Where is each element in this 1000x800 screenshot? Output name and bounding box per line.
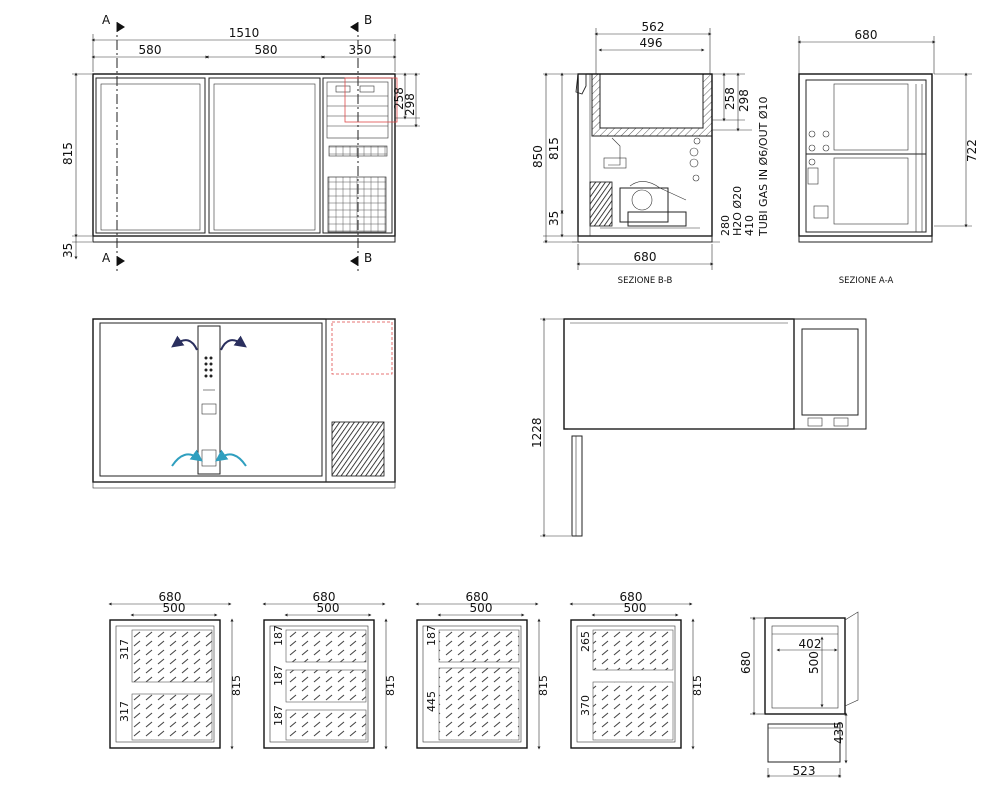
section-arrow-b-bottom bbox=[350, 256, 358, 266]
bb-well-hatched bbox=[591, 73, 713, 137]
config-4-label-2: 370 bbox=[579, 695, 592, 716]
dim-side-height: 1228 bbox=[530, 417, 544, 448]
bb-compressor bbox=[619, 187, 669, 223]
dim-bb-280: 280 bbox=[719, 215, 732, 236]
config-3-height: 815 bbox=[537, 675, 550, 696]
side-lid-body bbox=[563, 318, 795, 430]
airflow-arrow-out-right bbox=[220, 335, 247, 351]
config-4-inner: 500 bbox=[624, 601, 647, 615]
airflow-arrow-out-left bbox=[171, 335, 198, 351]
front-door-middle bbox=[208, 77, 321, 234]
dim-bb-h2o: H2O Ø20 bbox=[731, 186, 744, 236]
airflow-view bbox=[92, 318, 396, 489]
config-1-height: 815 bbox=[230, 675, 243, 696]
airflow-condenser-coil bbox=[331, 421, 385, 477]
airflow-arrow-in-right bbox=[215, 449, 247, 467]
front-plinth bbox=[92, 235, 396, 243]
dim-bb-top-inner: 496 bbox=[640, 36, 663, 50]
side-machine-panel bbox=[793, 318, 867, 430]
section-mark-a-bottom: A bbox=[102, 251, 111, 265]
config-2-label-2: 187 bbox=[272, 665, 285, 686]
section-mark-a-top: A bbox=[102, 13, 111, 27]
config-2: 680 500 187 187 187 815 bbox=[262, 590, 397, 750]
dim-bb-bottom: 680 bbox=[634, 250, 657, 264]
front-grille bbox=[327, 176, 387, 233]
config-4-width: 680 bbox=[620, 590, 643, 604]
section-mark-b-top: B bbox=[364, 13, 372, 27]
dim-panel-258: 258 bbox=[392, 87, 406, 110]
config-2-width: 680 bbox=[313, 590, 336, 604]
section-a-a: 680 722 SEZIONE A-A bbox=[797, 28, 979, 286]
config-3: 680 500 187 445 815 bbox=[415, 590, 550, 750]
front-view: 1510 580 580 350 A A B B bbox=[61, 13, 420, 272]
config-1-width: 680 bbox=[159, 590, 182, 604]
dim-front-height: 815 bbox=[61, 142, 75, 165]
airflow-center-column bbox=[197, 325, 221, 475]
drawer-dim-500: 500 bbox=[807, 651, 821, 674]
front-highlight-box bbox=[344, 77, 398, 123]
dim-bb-298: 298 bbox=[737, 89, 751, 112]
config-2-label-1: 187 bbox=[272, 625, 285, 646]
dim-bb-top-outer: 562 bbox=[642, 20, 665, 34]
config-4-height: 815 bbox=[691, 675, 704, 696]
dim-panel-298: 298 bbox=[403, 93, 417, 116]
dim-bb-850: 850 bbox=[531, 145, 545, 168]
bb-condenser bbox=[589, 181, 613, 227]
config-1-label-2: 317 bbox=[118, 701, 131, 722]
dim-bb-410: 410 bbox=[743, 215, 756, 236]
section-arrow-a-bottom bbox=[117, 256, 125, 266]
config-4-label-1: 265 bbox=[579, 631, 592, 652]
dim-aa-width: 680 bbox=[855, 28, 878, 42]
drawer-dim-402: 402 bbox=[799, 637, 822, 651]
aa-body bbox=[798, 73, 933, 237]
config-2-label-3: 187 bbox=[272, 705, 285, 726]
config-3-inner: 500 bbox=[470, 601, 493, 615]
section-mark-b-bottom: B bbox=[364, 251, 372, 265]
config-2-height: 815 bbox=[384, 675, 397, 696]
front-door-left bbox=[95, 77, 206, 234]
section-arrow-a-top bbox=[117, 22, 125, 32]
config-3-label-2: 445 bbox=[425, 691, 438, 712]
caption-section-bb: SEZIONE B-B bbox=[618, 276, 673, 286]
drawer-dim-680: 680 bbox=[739, 651, 753, 674]
side-glass-panel bbox=[801, 328, 859, 416]
dim-front-plinth: 35 bbox=[61, 243, 75, 258]
section-b-b: 562 496 850 815 bbox=[531, 20, 770, 286]
config-3-label-1: 187 bbox=[425, 625, 438, 646]
drawer-detail: 680 402 500 435 523 bbox=[739, 611, 859, 778]
dim-right-width: 350 bbox=[349, 43, 372, 57]
config-3-width: 680 bbox=[466, 590, 489, 604]
dim-aa-height: 722 bbox=[965, 139, 979, 162]
dim-total-width: 1510 bbox=[229, 26, 260, 40]
airflow-highlight-box bbox=[331, 321, 393, 375]
section-arrow-b-top bbox=[350, 22, 358, 32]
config-4: 680 500 265 370 815 bbox=[569, 590, 704, 750]
caption-section-aa: SEZIONE A-A bbox=[839, 276, 894, 286]
airflow-arrow-in-left bbox=[171, 449, 203, 467]
side-support-leg bbox=[571, 435, 583, 537]
dim-bb-815: 815 bbox=[547, 137, 561, 160]
dim-mid-width: 580 bbox=[255, 43, 278, 57]
config-1-label-1: 317 bbox=[118, 639, 131, 660]
config-1-inner: 500 bbox=[163, 601, 186, 615]
dim-bb-258: 258 bbox=[723, 87, 737, 110]
dim-left-width: 580 bbox=[139, 43, 162, 57]
dim-bb-35: 35 bbox=[547, 211, 561, 226]
dim-bb-gas: TUBI GAS IN Ø6/OUT Ø10 bbox=[757, 97, 770, 238]
front-vent-strip bbox=[328, 145, 388, 157]
side-view: 1228 bbox=[530, 317, 867, 538]
drawer-dim-523: 523 bbox=[793, 764, 816, 778]
config-1: 680 500 317 317 815 bbox=[108, 590, 243, 750]
config-2-inner: 500 bbox=[317, 601, 340, 615]
drawer-dim-435: 435 bbox=[832, 721, 846, 744]
